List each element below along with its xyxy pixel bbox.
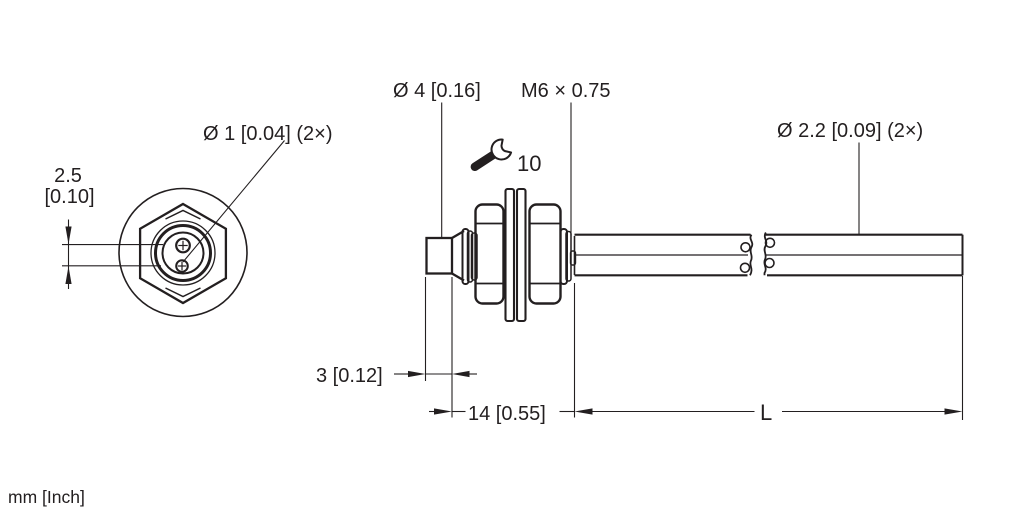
- tip-diameter-label: Ø 4 [0.16]: [393, 80, 481, 102]
- units-label: mm [Inch]: [8, 487, 85, 507]
- hex-chamfer-top: [165, 209, 201, 220]
- connector-insert-circle: [161, 231, 205, 275]
- contact-pin-2: [175, 259, 189, 273]
- hex-nut-side-1: [474, 203, 505, 305]
- pin-spacing-dimension: [62, 219, 163, 289]
- front-view: [62, 140, 285, 318]
- washer-2: [515, 187, 527, 323]
- contact-pin-1: [175, 237, 191, 254]
- hex-nut-side-2: [528, 203, 562, 305]
- collar-left: [461, 228, 478, 285]
- mount-length-label: 14 [0.55]: [468, 403, 546, 425]
- hex-nut-front: [138, 202, 228, 305]
- dimension-arrowheads: [408, 370, 963, 415]
- pin-spacing-mm-label: 2.5: [54, 165, 82, 187]
- break-symbol: [739, 232, 776, 276]
- dimension-lines: [394, 102, 964, 420]
- sheath-diameter-label: Ø 2.2 [0.09] (2×): [777, 120, 923, 142]
- pin-spacing-inch-label: [0.10]: [44, 186, 94, 208]
- tip-length-label: 3 [0.12]: [316, 365, 383, 387]
- collar-right: [559, 228, 577, 285]
- pin-diameter-leader: [182, 140, 285, 263]
- thread-label: M6 × 0.75: [521, 80, 611, 102]
- probe-shaft: [573, 233, 964, 277]
- thread-circle: [150, 220, 216, 286]
- washer-1: [504, 187, 516, 323]
- connector-barrel-circle: [154, 224, 212, 282]
- side-view: [425, 187, 964, 323]
- pin-spacing-arrow-down: [65, 226, 72, 245]
- dimension-labels: Ø 1 [0.04] (2×) 2.5 [0.10] Ø 4 [0.16] M6…: [8, 80, 923, 507]
- pin-spacing-arrow-up: [65, 266, 72, 284]
- probe-tip: [425, 236, 454, 275]
- mounting-washers: [504, 187, 527, 323]
- housing-outline-circle: [118, 187, 248, 318]
- pin-diameter-label: Ø 1 [0.04] (2×): [203, 123, 333, 145]
- hex-chamfer-bottom: [165, 287, 201, 298]
- wrench-size-label: 10: [517, 151, 541, 176]
- probe-length-label: L: [760, 400, 772, 425]
- wrench-icon: [470, 138, 513, 172]
